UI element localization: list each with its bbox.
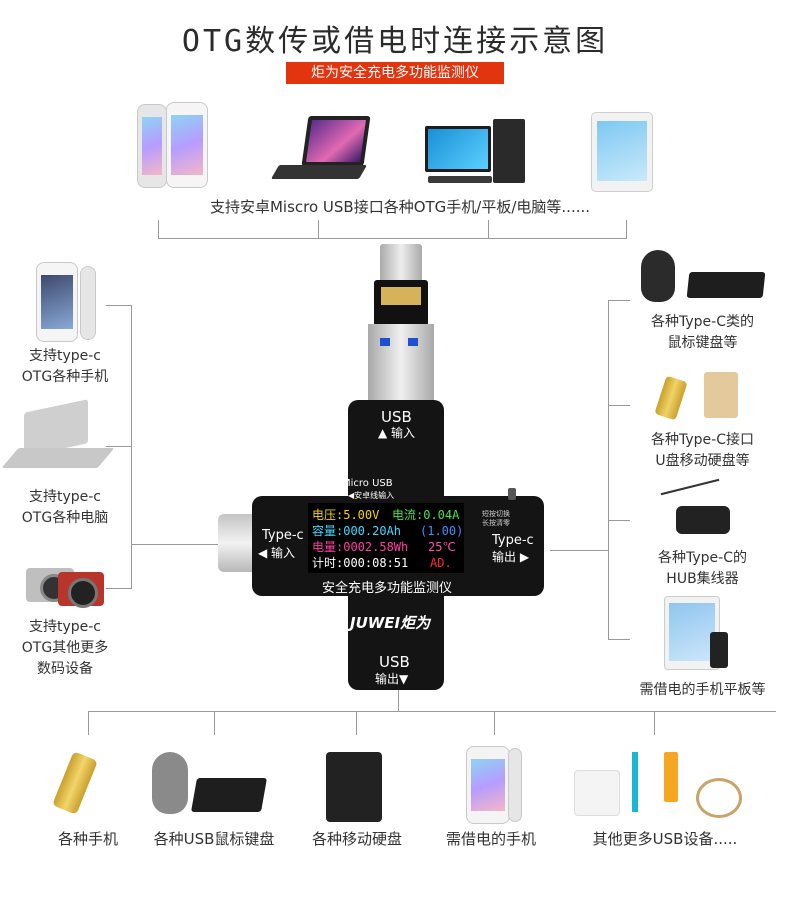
port-usb-in: USB bbox=[381, 408, 412, 426]
bottom-label-3: 各种移动硬盘 bbox=[311, 830, 402, 848]
screen-timer: 计时:000:08:51 bbox=[312, 556, 409, 570]
meter-caption: 安全充电多功能监测仪 bbox=[322, 581, 453, 596]
brand-logo: JUWEI炬为 bbox=[350, 614, 431, 632]
right-label-1: 各种Type-C类的鼠标键盘等 bbox=[651, 314, 754, 351]
screen-capacity: 容量:000.20Ah bbox=[312, 524, 402, 538]
screen-capacity-extra: (1.00) bbox=[420, 524, 464, 538]
page-title: OTG数传或借电时连接示意图 bbox=[181, 24, 609, 59]
port-typec-in: Type-c bbox=[262, 528, 304, 543]
top-label: 支持安卓Miscro USB接口各种OTG手机/平板/电脑等...... bbox=[209, 198, 591, 216]
micro-usb-label: Micro USB bbox=[342, 478, 393, 489]
port-usb-out: USB bbox=[379, 653, 410, 671]
bottom-label-5: 其他更多USB设备..... bbox=[592, 830, 738, 848]
screen-temp: 25℃ bbox=[428, 540, 456, 554]
screen-voltage: 电压:5.00V bbox=[312, 508, 380, 522]
port-typec-in-sub: ◀ 输入 bbox=[258, 546, 296, 560]
bottom-label-1: 各种手机 bbox=[57, 830, 118, 848]
port-typec-out: Type-c bbox=[492, 533, 534, 548]
bottom-label-2: 各种USB鼠标键盘 bbox=[153, 830, 275, 848]
switch-label-1: 短按切换 bbox=[482, 510, 510, 518]
switch-label-2: 长按清零 bbox=[482, 519, 510, 527]
meter-screen: 电压:5.00V 电流:0.04A 容量:000.20Ah (1.00) 电量:… bbox=[308, 503, 464, 573]
right-label-4: 需借电的手机平板等 bbox=[639, 682, 766, 698]
port-usb-out-sub: 输出▼ bbox=[375, 672, 409, 686]
bottom-label-4: 需借电的手机 bbox=[445, 830, 536, 848]
screen-mode: AD. bbox=[430, 556, 452, 570]
micro-usb-sub: ◀安卓线输入 bbox=[348, 491, 395, 500]
port-usb-in-sub: ▲ 输入 bbox=[378, 426, 416, 440]
screen-current: 电流:0.04A bbox=[392, 508, 460, 522]
page-subtitle: 炬为安全充电多功能监测仪 bbox=[286, 62, 504, 84]
screen-energy: 电量:0002.58Wh bbox=[312, 540, 409, 554]
port-typec-out-sub: 输出 ▶ bbox=[492, 550, 530, 564]
